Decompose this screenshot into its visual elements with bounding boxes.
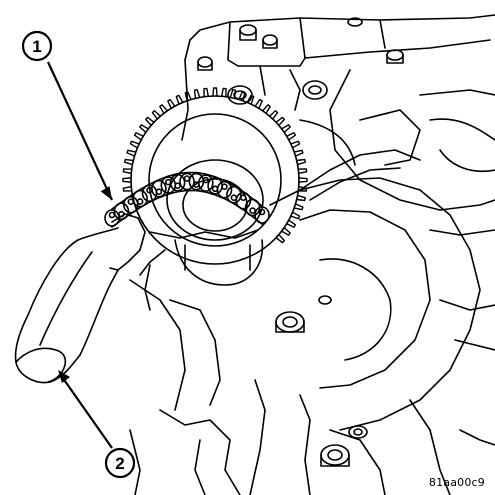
chain-link — [198, 174, 214, 192]
chain-link — [254, 206, 270, 224]
gear-tooth — [145, 116, 155, 127]
gear-tooth — [293, 203, 304, 211]
gear-tooth — [290, 211, 301, 220]
gear-tooth — [151, 110, 162, 120]
bolt-icon — [318, 295, 332, 305]
gear-tooth — [262, 104, 271, 114]
gear-tooth — [203, 87, 209, 98]
bolt-icon — [239, 24, 257, 41]
chain-pin — [249, 207, 256, 214]
chain-link — [123, 195, 139, 214]
chain-pin — [108, 211, 116, 219]
gear-tooth — [293, 149, 304, 157]
gear-tooth — [275, 233, 285, 244]
gear-tooth — [229, 89, 237, 99]
bolt-icon — [197, 56, 213, 71]
gear-tooth — [133, 132, 144, 141]
gear-tooth — [298, 177, 308, 183]
gear-tooth — [238, 91, 246, 102]
pry-tool-icon — [14, 213, 146, 384]
gear-tooth — [129, 140, 140, 149]
timing-chain-icon — [104, 171, 270, 239]
chain-pin — [174, 182, 181, 189]
figure-code: 81aa00c9 — [428, 476, 485, 489]
chain-link — [179, 172, 195, 191]
callout-2: 2 — [58, 370, 136, 479]
gear-tooth — [297, 168, 308, 174]
gear-tooth — [193, 89, 201, 99]
lower-bolts — [275, 295, 368, 467]
gear-tooth — [126, 149, 137, 157]
chain-pin — [202, 176, 210, 184]
chain-pin — [258, 208, 266, 216]
chain-link — [169, 173, 186, 192]
gear-tooth — [159, 104, 168, 114]
gear-tooth — [296, 158, 306, 166]
chain-pin — [155, 188, 163, 195]
callout-1: 1 — [21, 30, 113, 201]
chain-pin — [136, 198, 144, 205]
gear-tooth — [281, 124, 291, 133]
bolt-icon — [348, 425, 368, 439]
callout-1-number: 1 — [32, 37, 41, 56]
bolt-icon — [262, 34, 278, 49]
chain-link — [113, 202, 130, 220]
chain-link — [216, 180, 233, 199]
gear-tooth — [184, 91, 192, 102]
chain-link — [151, 179, 167, 198]
gear-tooth — [296, 194, 306, 202]
gear-tooth — [268, 110, 279, 120]
bolt-icon — [275, 311, 305, 333]
chain-pin — [221, 183, 228, 190]
gear-tooth — [254, 98, 263, 109]
chain-pin — [240, 194, 247, 201]
gear-tooth — [175, 94, 184, 105]
chain-lower-run — [149, 229, 259, 239]
chain-link — [132, 189, 148, 208]
bolt-icon — [347, 17, 363, 27]
gear-tooth — [212, 87, 218, 97]
bolt-icon — [302, 80, 328, 100]
bolt-icon — [320, 444, 350, 467]
gear-tooth — [286, 132, 297, 141]
gear-icon — [122, 87, 308, 265]
gear-tooth — [124, 158, 134, 166]
engine-housing — [129, 14, 495, 495]
gear-tooth — [275, 116, 285, 127]
chain-link — [226, 185, 242, 204]
camshaft-hub — [139, 239, 264, 286]
gear-tooth — [290, 140, 301, 149]
gear-tooth — [297, 186, 308, 192]
gear-tooth — [167, 98, 176, 109]
gear-tooth — [122, 168, 133, 174]
callout-2-badge — [104, 447, 136, 479]
gear-tooth — [221, 87, 227, 98]
bolt-icon — [386, 49, 404, 64]
gear-tooth — [122, 186, 133, 192]
callout-2-number: 2 — [115, 454, 124, 473]
gear-tooth — [122, 177, 132, 183]
callout-1-badge — [21, 30, 53, 62]
gear-tooth — [281, 227, 291, 236]
gear-tooth — [286, 219, 297, 228]
upper-bolts — [197, 17, 404, 105]
gear-tooth — [139, 124, 149, 133]
gear-tooth — [246, 94, 255, 105]
